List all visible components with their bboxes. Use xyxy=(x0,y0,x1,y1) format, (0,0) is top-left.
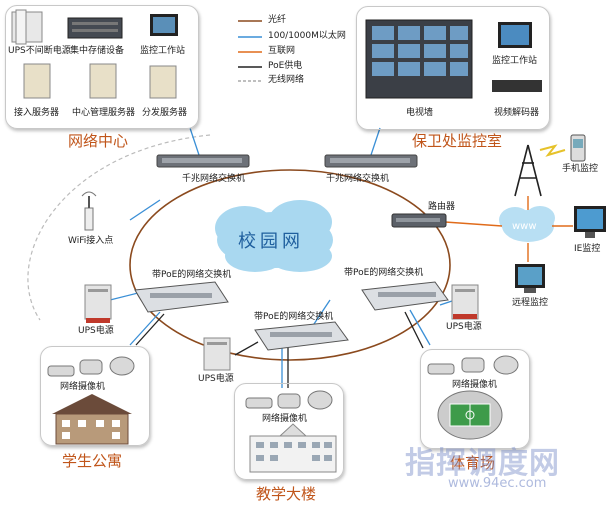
legend-fiber: 光纤 xyxy=(268,15,287,25)
lightning-icon xyxy=(539,144,566,157)
router-label: 路由器 xyxy=(428,202,456,212)
gigabit-switch-left-icon xyxy=(156,154,250,168)
nc-device-access-server: 接入服务器 xyxy=(14,108,60,118)
gigabit-switch-left-label: 千兆网络交换机 xyxy=(182,174,246,184)
dorm-box xyxy=(40,346,150,446)
teaching-box xyxy=(234,383,344,480)
teaching-camera-label: 网络摄像机 xyxy=(262,414,308,424)
gigabit-switch-right-icon xyxy=(324,154,418,168)
dorm-camera-label: 网络摄像机 xyxy=(60,382,106,392)
ups-center-label: UPS电源 xyxy=(198,374,234,384)
cell-tower-icon xyxy=(514,144,542,197)
teaching-building-icon xyxy=(249,423,337,473)
security-room-title: 保卫处监控室 xyxy=(412,132,503,150)
ie-monitor-icon xyxy=(574,206,606,238)
ups-right-icon xyxy=(451,284,479,320)
wireless-arc xyxy=(27,134,211,321)
nc-device-storage: 集中存储设备 xyxy=(70,46,125,56)
nc-device-dist-server: 分发服务器 xyxy=(142,108,188,118)
sr-device-decoder: 视频解码器 xyxy=(494,108,540,118)
poe-switch-right-label: 带PoE的网络交换机 xyxy=(344,268,424,278)
ups-center-icon xyxy=(203,337,231,371)
router-icon xyxy=(391,213,447,228)
internet-lines xyxy=(444,196,573,262)
watermark-brand: 指挥调度网 xyxy=(405,446,560,481)
cloud-icon xyxy=(215,200,333,272)
remote-monitor-icon xyxy=(515,264,545,293)
remote-ie-label: IE监控 xyxy=(574,244,601,254)
internet-label: www xyxy=(512,221,537,232)
network-center-title: 网络中心 xyxy=(68,132,129,150)
wifi-label: WiFi接入点 xyxy=(68,236,114,246)
nc-device-ups: UPS不间断电源 xyxy=(8,46,71,56)
sr-device-workstation: 监控工作站 xyxy=(492,56,538,66)
sr-devices-icons xyxy=(365,19,542,99)
stadium-icon xyxy=(437,390,503,440)
field-box xyxy=(420,349,530,449)
ups-right-label: UPS电源 xyxy=(446,322,482,332)
security-room-box xyxy=(356,6,550,130)
internet-cloud-icon xyxy=(499,206,555,242)
nc-device-workstation: 监控工作站 xyxy=(140,46,186,56)
campus-network-label: 校园网 xyxy=(238,231,304,252)
cameras-field-icon xyxy=(427,355,519,375)
watermark-url: www.94ec.com xyxy=(448,476,547,491)
wifi-antenna-icon xyxy=(81,191,97,231)
legend-lines xyxy=(238,20,262,82)
nc-device-mgmt-server: 中心管理服务器 xyxy=(72,108,136,118)
field-camera-label: 网络摄像机 xyxy=(452,380,498,390)
cameras-teaching-icon xyxy=(245,390,333,410)
phone-icon xyxy=(570,134,586,162)
sr-device-tv-wall: 电视墙 xyxy=(406,108,434,118)
fiber-ring xyxy=(129,169,451,361)
dorm-title: 学生公寓 xyxy=(62,452,123,470)
teaching-title: 教学大楼 xyxy=(256,485,317,503)
nc-devices-icons xyxy=(11,9,178,99)
gigabit-switch-right-label: 千兆网络交换机 xyxy=(326,174,390,184)
poe-switch-right-icon xyxy=(361,281,449,311)
legend-wireless: 无线网络 xyxy=(268,75,305,85)
poe-lines xyxy=(135,311,424,388)
remote-monitor-label: 远程监控 xyxy=(512,298,549,308)
poe-switch-center-icon xyxy=(254,321,349,351)
poe-switch-center-label: 带PoE的网络交换机 xyxy=(254,312,334,322)
field-title: 体育场 xyxy=(450,454,496,472)
poe-switch-left-label: 带PoE的网络交换机 xyxy=(152,270,232,280)
poe-switch-left-icon xyxy=(134,281,229,313)
ups-left-icon xyxy=(84,284,112,323)
legend-internet: 互联网 xyxy=(268,46,296,56)
dorm-building-icon xyxy=(52,394,132,445)
cameras-dorm-icon xyxy=(47,356,135,377)
ups-left-label: UPS电源 xyxy=(78,326,114,336)
legend-poe: PoE供电 xyxy=(268,61,303,71)
network-center-box xyxy=(5,5,199,129)
legend-ethernet: 100/1000M以太网 xyxy=(268,31,346,41)
remote-phone-label: 手机监控 xyxy=(562,164,599,174)
